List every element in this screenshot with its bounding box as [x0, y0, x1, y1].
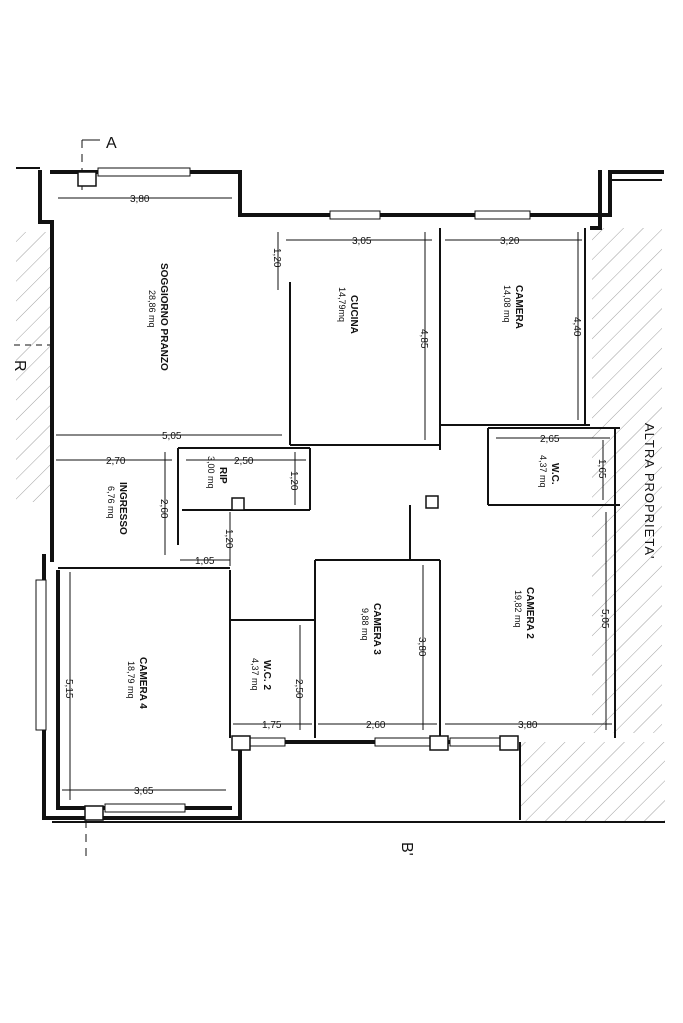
svg-text:28,86 mq: 28,86 mq [147, 290, 157, 328]
room-label-rip: RIP 3,00 mq [206, 456, 228, 489]
svg-text:CAMERA: CAMERA [513, 285, 524, 329]
dim-corridor-height: 1,20 [223, 529, 234, 549]
svg-text:SOGGIORNO PRANZO: SOGGIORNO PRANZO [158, 263, 169, 371]
dim-ingresso-width: 2,70 [106, 456, 126, 467]
dim-cucina-width: 3,05 [352, 236, 372, 247]
svg-text:CAMERA 4: CAMERA 4 [137, 657, 148, 709]
dim-camera2-width: 3,80 [518, 720, 538, 731]
dim-wc-width: 2,65 [540, 434, 560, 445]
room-label-soggiorno: SOGGIORNO PRANZO 28,86 mq [147, 263, 169, 371]
section-label-b: B' [398, 842, 415, 856]
hatch-bottom-right [520, 742, 665, 822]
dim-camera2-height: 5,05 [599, 609, 610, 629]
dim-camera3-height: 3,80 [416, 637, 427, 657]
svg-text:CUCINA: CUCINA [348, 295, 359, 334]
dim-wc2-height: 2,50 [293, 679, 304, 699]
svg-text:6,76 mq: 6,76 mq [106, 486, 116, 519]
dim-wc-height: 1,65 [596, 459, 607, 479]
dim-corridor-width: 1,05 [195, 556, 215, 567]
section-label-r: R [11, 360, 28, 372]
dim-ingresso-height: 2,60 [158, 499, 169, 519]
svg-text:INGRESSO: INGRESSO [117, 482, 128, 535]
svg-text:4,37 mq: 4,37 mq [538, 455, 548, 488]
dim-camera3-width: 2,60 [366, 720, 386, 731]
section-marker-a: A [81, 135, 117, 190]
section-label-a: A [106, 135, 117, 152]
dim-rip-height: 1,20 [288, 471, 299, 491]
svg-text:19,82 mq: 19,82 mq [513, 590, 523, 628]
svg-text:RIP: RIP [217, 467, 228, 484]
svg-text:4,37 mq: 4,37 mq [250, 658, 260, 691]
svg-text:18,79 mq: 18,79 mq [126, 661, 136, 699]
svg-text:3,00 mq: 3,00 mq [206, 456, 216, 489]
interior-walls [58, 171, 620, 821]
dim-soggiorno-width: 3,80 [130, 194, 150, 205]
room-label-wc2: W.C. 2 4,37 mq [250, 658, 272, 691]
svg-text:CAMERA 3: CAMERA 3 [371, 603, 382, 655]
dim-wc2-width: 1,75 [262, 720, 282, 731]
room-label-camera: CAMERA 14,08 mq [502, 285, 524, 329]
dim-camera4-width: 3,65 [134, 786, 154, 797]
dim-cucina-height: 4,85 [418, 329, 429, 349]
room-label-camera3: CAMERA 3 9,88 mq [360, 603, 382, 655]
svg-text:14,79mq: 14,79mq [337, 287, 347, 322]
svg-text:W.C.: W.C. [549, 463, 560, 485]
dimension-lines [56, 197, 612, 800]
dim-camera4-height: 5,15 [63, 679, 74, 699]
room-label-camera2: CAMERA 2 19,82 mq [513, 587, 535, 639]
room-label-cucina: CUCINA 14,79mq [337, 287, 359, 334]
svg-text:CAMERA 2: CAMERA 2 [524, 587, 535, 639]
room-label-ingresso: INGRESSO 6,76 mq [106, 482, 128, 535]
dim-camera-width: 3,20 [500, 236, 520, 247]
svg-text:W.C. 2: W.C. 2 [261, 660, 272, 690]
room-label-camera4: CAMERA 4 18,79 mq [126, 657, 148, 709]
dim-soggiorno-bottom: 5,05 [162, 431, 182, 442]
svg-text:9,88 mq: 9,88 mq [360, 608, 370, 641]
hatch-right [592, 228, 662, 733]
adjacent-property-label: ALTRA PROPRIETA' [642, 423, 657, 559]
section-marker-b: B' [85, 820, 415, 860]
hatch-left [16, 232, 50, 502]
room-label-wc: W.C. 4,37 mq [538, 455, 560, 488]
section-marker-r: R [11, 344, 50, 372]
dim-camera-height: 4,40 [571, 317, 582, 337]
dim-rip-width: 2,50 [234, 456, 254, 467]
svg-text:14,08 mq: 14,08 mq [502, 285, 512, 323]
dim-cucina-offset: 1,20 [271, 248, 282, 268]
